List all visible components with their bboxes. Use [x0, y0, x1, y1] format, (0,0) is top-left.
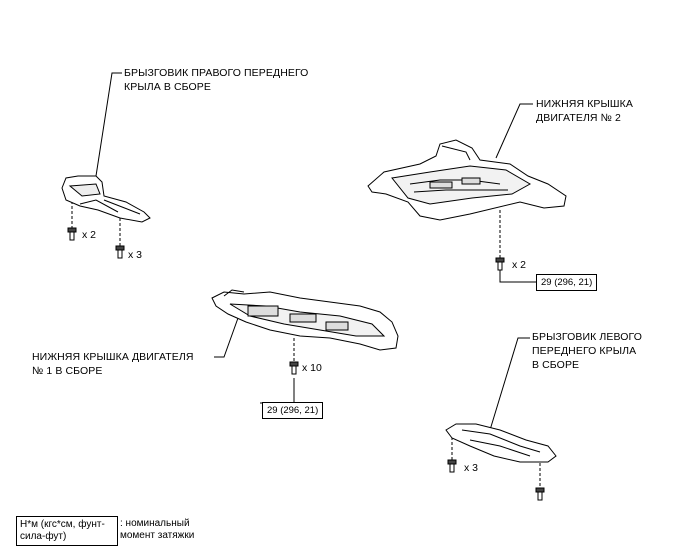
qty-cover1-bolt: x 10	[302, 362, 322, 374]
left-fasteners	[447, 459, 545, 501]
qty-right-clip: x 2	[82, 229, 97, 241]
leader-left-fender-apron	[489, 337, 530, 431]
leader-engine-cover-1	[214, 317, 239, 358]
leader-right-fender-apron	[95, 72, 122, 177]
leader-engine-cover-2	[495, 103, 533, 159]
qty-right-bolt: x 3	[128, 249, 143, 261]
torque-box-cover1: 29 (296, 21)	[262, 402, 324, 419]
legend-unit-box: Н*м (кгс*см, фунт- сила-фут)	[16, 516, 118, 546]
cover1-bolt	[289, 361, 299, 375]
left-fender-apron-part	[445, 423, 557, 463]
label-engine-cover-2: НИЖНЯЯ КРЫШКА ДВИГАТЕЛЯ № 2	[536, 98, 633, 124]
torque-box-cover2: 29 (296, 21)	[536, 274, 598, 291]
right-fasteners	[67, 227, 125, 259]
qty-left-clip: x 3	[464, 462, 479, 474]
engine-cover-2-part	[367, 139, 567, 221]
label-right-fender-apron: БРЫЗГОВИК ПРАВОГО ПЕРЕДНЕГО КРЫЛА В СБОР…	[124, 67, 309, 93]
leader-torque-cover1	[260, 378, 295, 404]
qty-cover2-bolt: x 2	[512, 259, 527, 271]
legend-description: : номинальный момент затяжки	[120, 518, 195, 541]
leader-torque-cover2	[499, 268, 536, 283]
cover2-bolt	[495, 257, 505, 271]
label-left-fender-apron: БРЫЗГОВИК ЛЕВОГО ПЕРЕДНЕГО КРЫЛА В СБОРЕ	[532, 331, 642, 371]
label-engine-cover-1: НИЖНЯЯ КРЫШКА ДВИГАТЕЛЯ № 1 В СБОРЕ	[32, 351, 194, 377]
right-fender-apron-part	[61, 175, 151, 223]
engine-cover-1-part	[211, 289, 399, 351]
